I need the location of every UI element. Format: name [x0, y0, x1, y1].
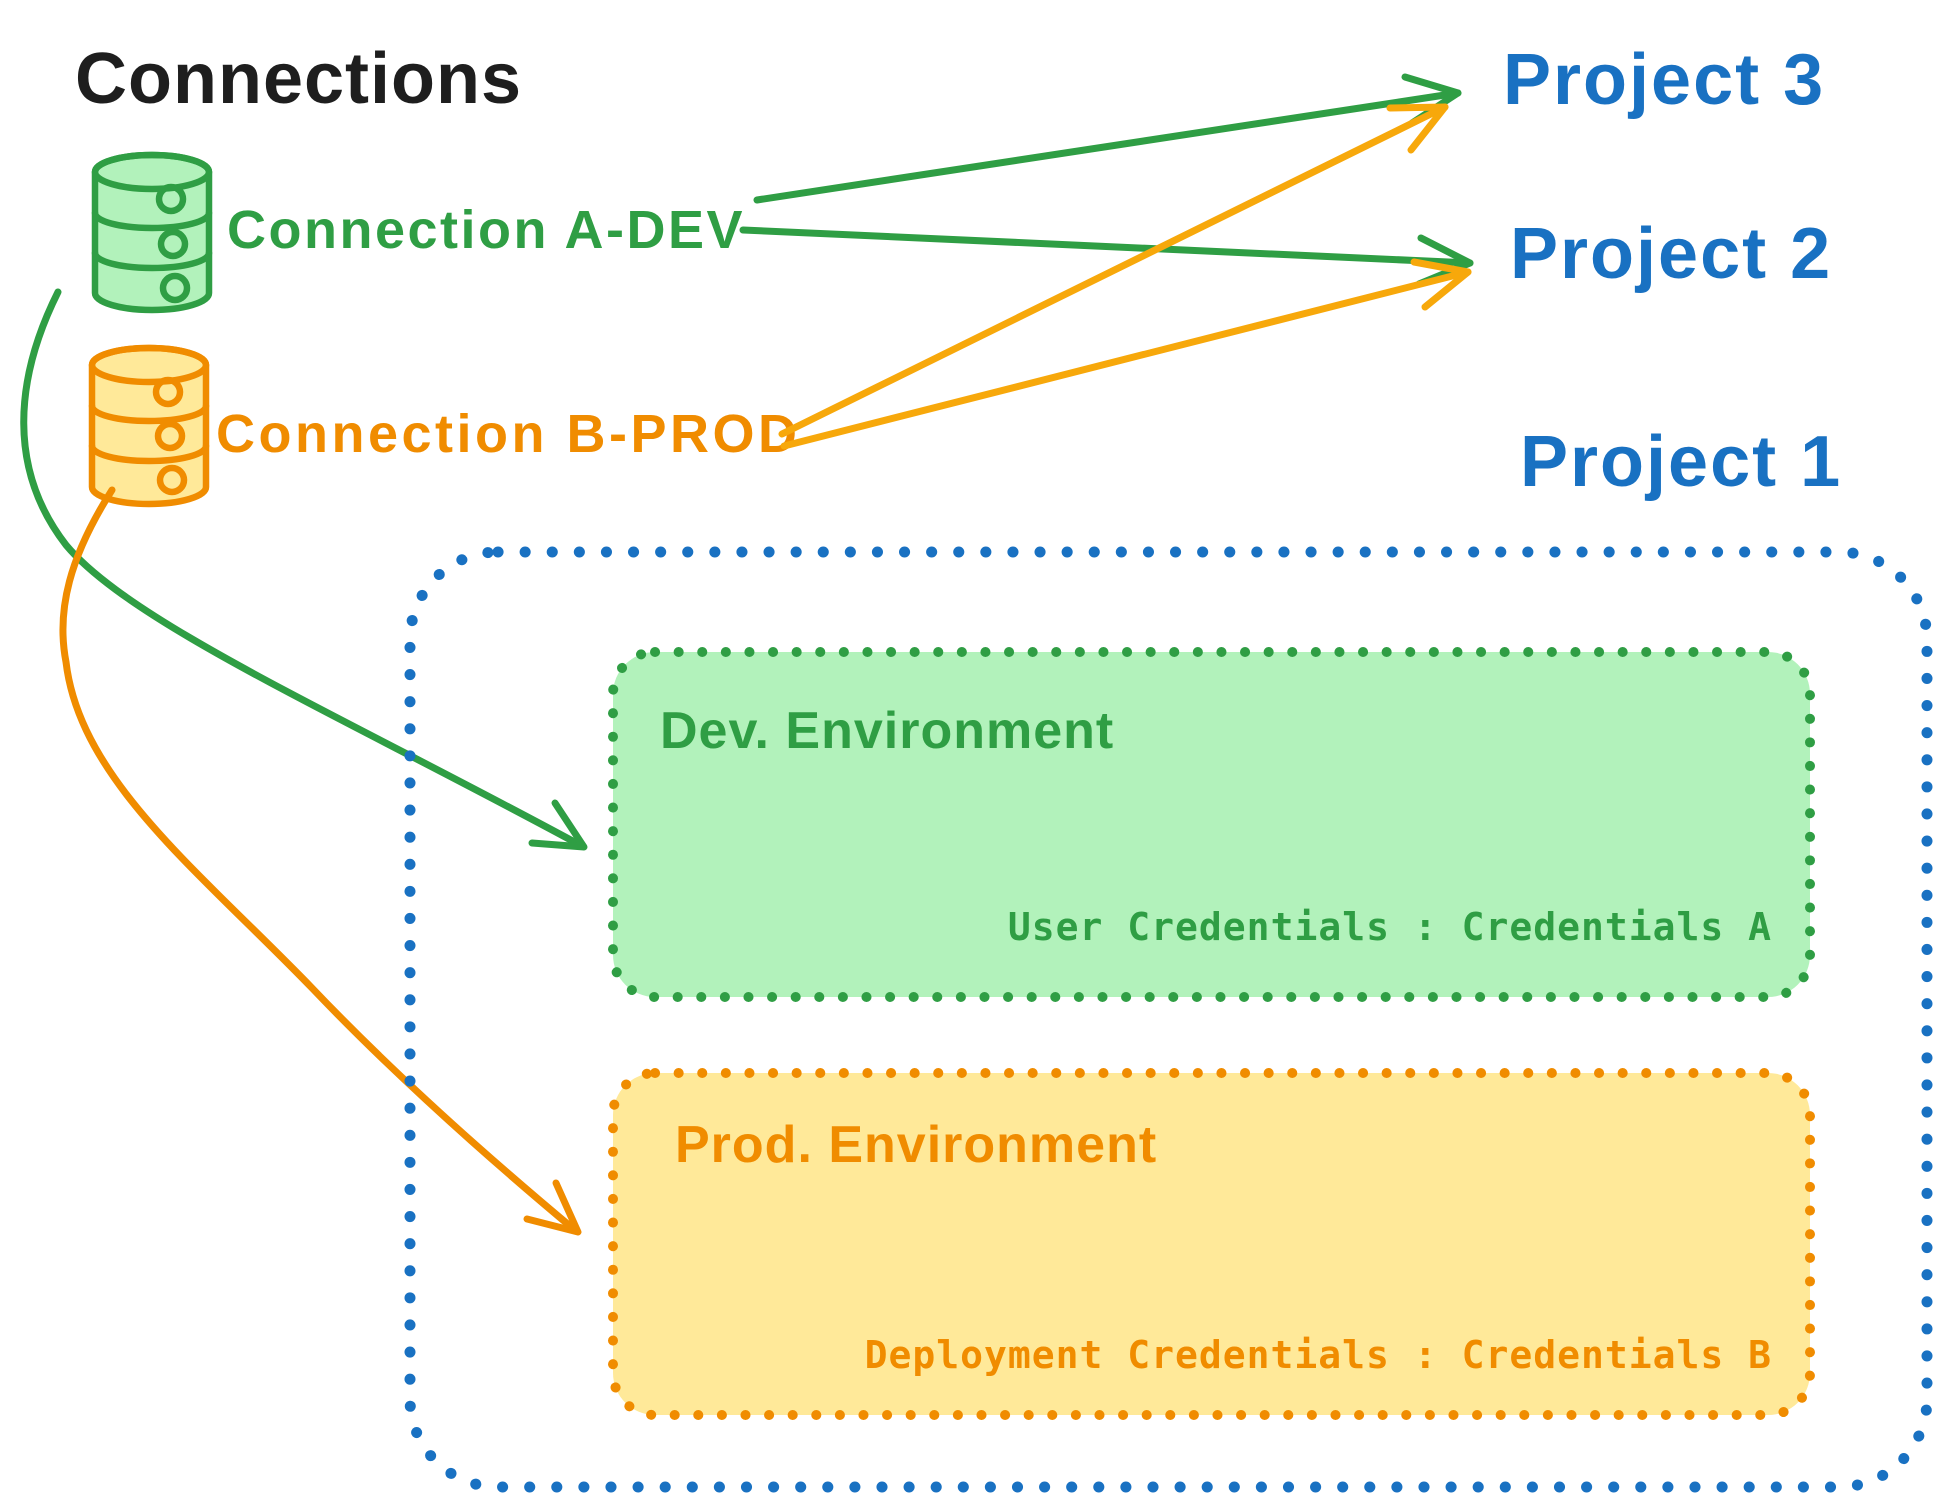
arrow-a-dev-project-3: [753, 89, 1462, 204]
database-dot: [155, 183, 187, 215]
database-top: [88, 344, 210, 386]
arrow-b-prod-project-2: [780, 268, 1472, 450]
database-dot: [157, 228, 189, 260]
arrows-a-dev-to-projects: [739, 73, 1474, 288]
arrowhead: [1410, 258, 1472, 311]
prod-environment-title: Prod. Environment: [675, 1116, 1157, 1174]
arrow-a-dev-project-2: [739, 226, 1474, 267]
database-body: [91, 151, 213, 314]
prod-environment-box: [608, 1068, 1815, 1420]
dev-environment-credentials: User Credentials : Credentials A: [1008, 905, 1772, 949]
arrows-b-prod-to-projects: [778, 103, 1472, 450]
arrowhead: [523, 1179, 582, 1236]
database-dot: [152, 376, 184, 408]
database-dot: [159, 272, 191, 304]
connection-b-prod-label: Connection B-PROD: [216, 404, 800, 464]
database-body: [88, 344, 210, 508]
connection-a-dev-label: Connection A-DEV: [227, 200, 745, 260]
diagram-title: Connections: [75, 39, 522, 119]
dev-environment-title: Dev. Environment: [660, 702, 1114, 760]
database-top: [91, 151, 213, 193]
arrow-a-dev-to-dev-environment: [20, 288, 588, 851]
database-band: [91, 249, 213, 272]
database-dot: [156, 464, 188, 496]
database-band: [91, 209, 213, 232]
project-1-label: Project 1: [1520, 422, 1842, 502]
prod-environment-credentials: Deployment Credentials : Credentials B: [865, 1333, 1772, 1377]
database-dot: [154, 420, 186, 452]
project-3-label: Project 3: [1503, 40, 1825, 120]
project-2-label: Project 2: [1510, 214, 1832, 294]
arrowhead: [528, 799, 588, 851]
database-band: [88, 402, 210, 425]
arrow-b-prod-to-prod-environment: [59, 486, 582, 1236]
database-icon-b-prod: [88, 344, 210, 508]
database-icon-a-dev: [91, 151, 213, 314]
arrowhead: [1386, 103, 1449, 154]
curved-connector: [20, 288, 584, 849]
prod-environment-rect: [608, 1068, 1815, 1420]
dev-environment-rect: [608, 647, 1815, 1002]
arrow-b-prod-project-3: [778, 103, 1449, 438]
dev-environment-box: [608, 647, 1815, 1002]
curved-connector: [59, 486, 580, 1235]
database-band: [88, 442, 210, 465]
